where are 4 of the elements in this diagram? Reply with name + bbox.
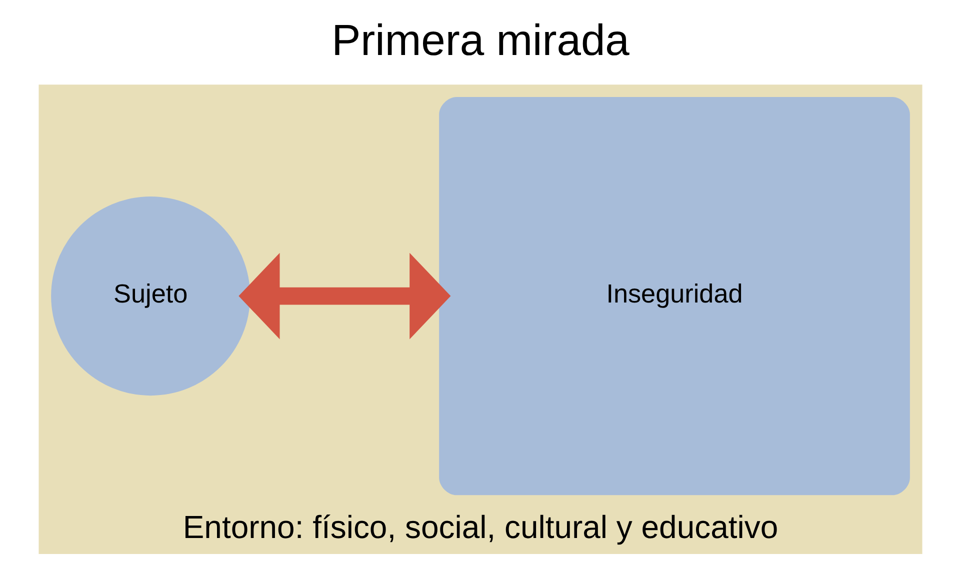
arrow [238, 252, 450, 340]
node-box: Inseguridad [438, 96, 910, 496]
node-circle: Sujeto [50, 196, 250, 396]
diagram-title: Primera mirada [331, 16, 629, 65]
